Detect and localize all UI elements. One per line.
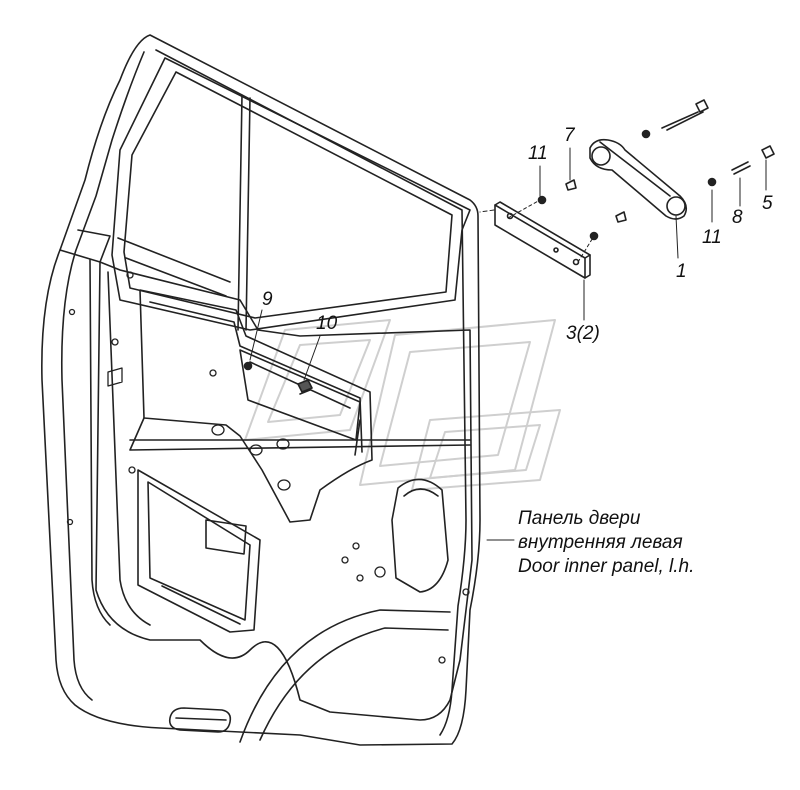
callout-10: 10 [316,313,338,334]
screw-lower [589,211,627,241]
callout-9: 9 [262,289,273,310]
caption-line-en: Door inner panel, l.h. [518,556,695,577]
window-frame [111,57,471,331]
speaker-opening [391,478,449,593]
fastener-10 [297,379,313,395]
fastener-9 [243,361,253,371]
lower-handle-recess [168,707,232,733]
trim-recess [129,289,471,523]
leader-lines [249,147,767,541]
inner-panel-contour [95,261,473,721]
bolt-8 [707,145,775,187]
callout-11-lower: 11 [702,227,722,248]
callout-5: 5 [762,193,773,214]
door-pocket [137,469,261,633]
door-outer-shell [41,34,481,746]
wheel-arch [239,609,451,743]
mounting-holes [66,271,470,664]
callout-8: 8 [732,207,743,228]
screw-7 [537,179,577,205]
callout-3: 3(2) [566,323,600,344]
callout-1: 1 [676,261,687,282]
bracket-3 [494,201,591,279]
watermark-logo [244,319,561,491]
bolt-upper-screw [641,99,709,139]
callout-7: 7 [564,125,575,146]
caption-line-ru-2: внутренняя левая [518,532,683,553]
callout-11-upper: 11 [528,143,548,164]
grab-handle-1 [589,138,688,220]
panel-caption: Панель двери внутренняя левая Door inner… [518,507,694,579]
caption-line-ru-1: Панель двери [518,508,641,529]
